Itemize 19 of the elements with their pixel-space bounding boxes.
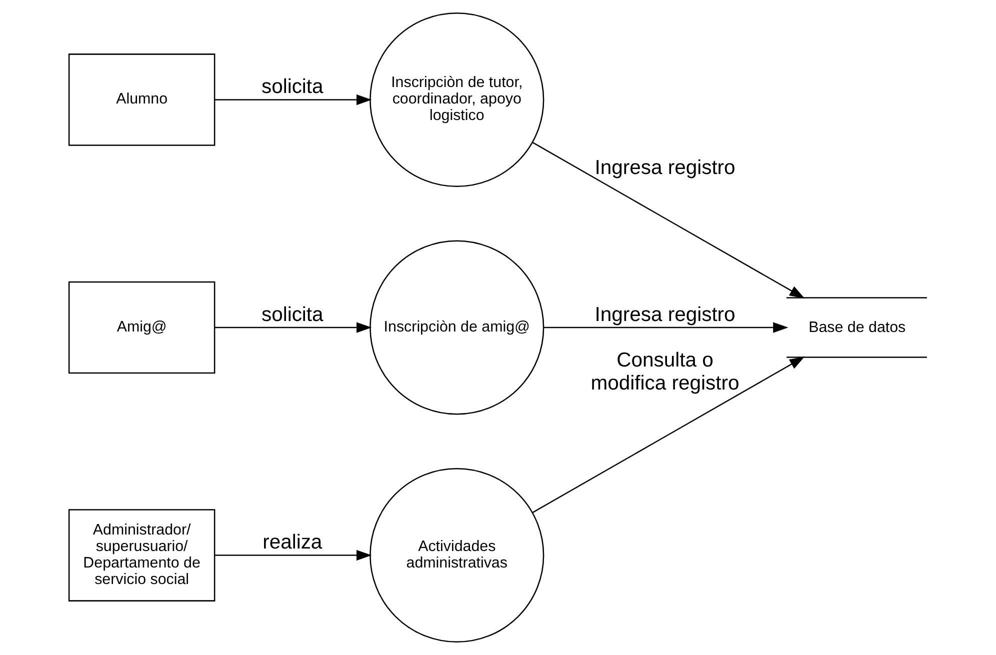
- edge-label: Ingresa registro: [594, 157, 736, 180]
- arrow: [544, 322, 788, 333]
- node-box: Alumno: [68, 54, 216, 146]
- node-circle: Actividades administrativas: [370, 468, 544, 643]
- edge-label: Consulta o modifica registro: [590, 349, 740, 394]
- node-circle: Inscripciòn de amig@: [370, 240, 544, 415]
- edge-label: realiza: [262, 532, 322, 554]
- node-text: Base de datos: [808, 319, 906, 336]
- arrow: [214, 550, 372, 561]
- node-box: Administrador/ superusuario/ Departamento de servicio social: [68, 509, 216, 602]
- node-circle: Inscripciòn de tutor, coordinador, apoyo logistico: [370, 12, 544, 188]
- node-box: Amig@: [68, 281, 216, 374]
- edge-label: solicita: [261, 76, 324, 98]
- arrow: [214, 322, 372, 333]
- arrow: [214, 94, 372, 106]
- arrow: [532, 142, 805, 298]
- edge-label: Ingresa registro: [594, 304, 736, 326]
- arrow: [532, 356, 805, 514]
- edge-label: solicita: [261, 304, 324, 326]
